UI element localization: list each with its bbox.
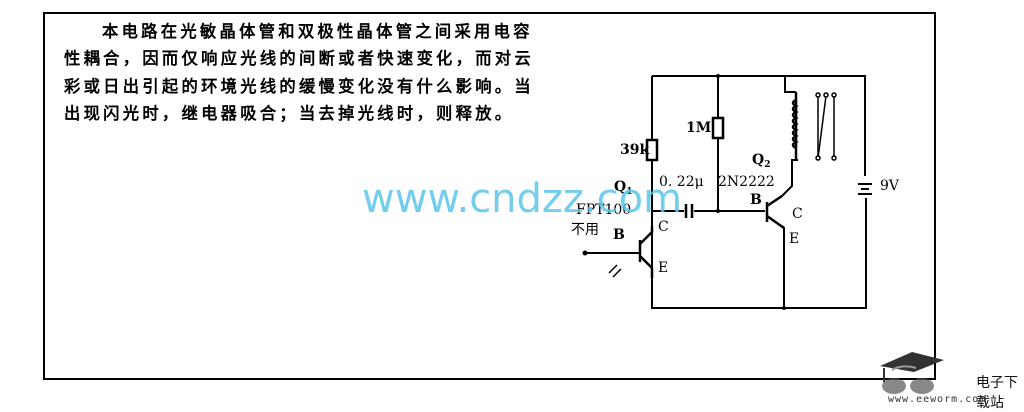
logo-url: www.eeworm.com [888,394,987,405]
q1-transistor [638,226,654,278]
top-rail-wire [652,75,866,176]
battery-label: 9V [880,178,900,194]
q2-collector-wire [781,159,798,197]
q2-transistor [765,194,785,230]
diagram-frame [43,12,936,380]
q2-part-label: 2N2222 [718,174,775,190]
q1-pin-c: C [658,219,669,235]
capacitor [684,204,694,218]
circuit-description: 本电路在光敏晶体管和双极性晶体管之间采用电容性耦合，因而仅响应光线的间断或者快速… [64,22,534,124]
cap-label: 0. 22μ [659,174,704,190]
logo-name: 电子下载站 [976,375,1018,411]
q2-pin-e: E [789,231,799,247]
junction-dot [782,306,786,310]
q2-pin-c: C [792,206,803,222]
q1-pin-e: E [658,260,668,276]
junction-dot [716,209,720,213]
r2-label: 1M [686,120,711,136]
watermark-text: www.cndzz.com [362,176,683,222]
q1-pin-b: B [613,227,625,243]
junction-dot [716,74,720,78]
relay-coil [791,92,799,160]
graduation-cap-icon [880,352,944,394]
battery-9v [858,183,872,195]
resistor-1m [711,116,725,140]
q2-pin-b: B [750,192,762,208]
site-logo: 电子下载站 www.eeworm.com [872,346,1024,411]
r1-label: 39k [620,142,649,158]
coil-top-wire [784,76,796,93]
resistor-39k [645,138,659,162]
light-arrows-icon [608,264,622,278]
relay-contacts [815,92,837,161]
ground-rail-wire [651,198,867,309]
q2-emitter-wire [781,225,785,308]
q1-label: Q1 [614,179,632,197]
q1-part-label: FPT100 [576,202,631,218]
q2-label: Q2 [752,152,770,170]
q1-base-terminal [582,250,588,256]
q1-base-note: 不用 [571,222,599,238]
